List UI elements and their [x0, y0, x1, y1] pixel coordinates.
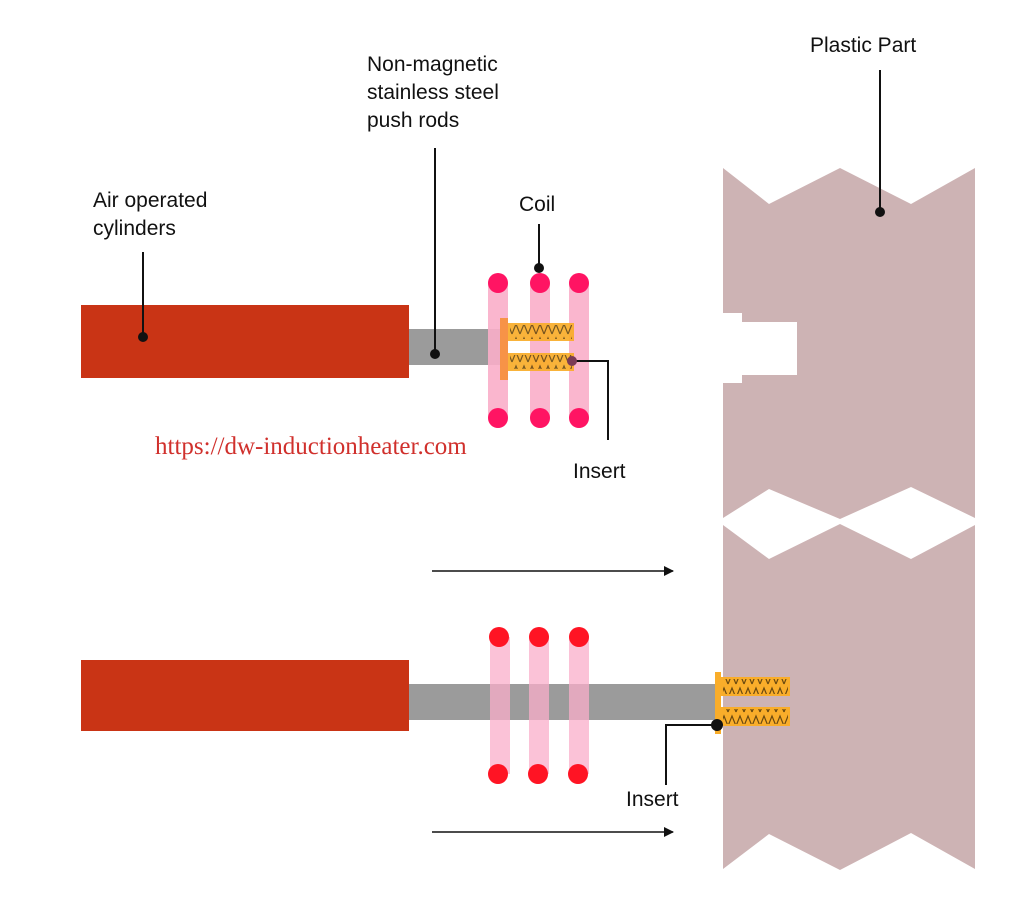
coil-conductor	[488, 273, 508, 293]
coil-conductor	[569, 408, 589, 428]
spring-thread	[723, 679, 788, 694]
coil-turn	[529, 637, 549, 774]
leader-dot	[711, 719, 723, 731]
leader-dot	[875, 207, 885, 217]
stage-before-insertion	[81, 273, 589, 428]
coil-conductor	[569, 273, 589, 293]
leader-dot	[430, 349, 440, 359]
label-coil: Coil	[519, 193, 555, 216]
plastic-part	[723, 168, 975, 870]
insert-top	[500, 318, 574, 380]
coil-turn	[569, 283, 589, 418]
plastic-part-upper	[723, 168, 975, 519]
leader-dot	[138, 332, 148, 342]
coil-dots-bottom	[488, 627, 589, 784]
leader-insert-top	[572, 360, 609, 440]
stage-after-insertion	[81, 566, 790, 837]
leader-dot	[567, 356, 577, 366]
label-insert-bottom: Insert	[626, 788, 679, 811]
coil-bottom	[490, 637, 589, 774]
coil-conductor	[488, 764, 508, 784]
coil-conductor	[488, 408, 508, 428]
coil-top	[488, 283, 589, 418]
coil-conductor	[568, 764, 588, 784]
coil-turn	[490, 637, 510, 774]
insert-bottom	[715, 672, 790, 734]
coil-conductor	[528, 764, 548, 784]
leader-dot	[534, 263, 544, 273]
coil-dots-top	[488, 273, 589, 428]
coil-conductor	[530, 408, 550, 428]
coil-turn	[569, 637, 589, 774]
spring-thread	[510, 325, 572, 339]
air-cylinder-bottom	[81, 660, 409, 731]
label-plastic-part: Plastic Part	[810, 34, 916, 57]
leader-dots	[138, 207, 885, 731]
coil-turn	[488, 283, 508, 418]
push-rod-top	[409, 329, 501, 365]
coil-turn	[530, 283, 550, 418]
coil-conductor	[489, 627, 509, 647]
leader-insert-bottom	[665, 724, 717, 785]
label-insert-top: Insert	[573, 460, 626, 483]
leader-lines	[142, 70, 881, 785]
plastic-part-lower	[723, 524, 975, 870]
spring-thread	[723, 709, 788, 724]
spring-thread	[510, 355, 572, 369]
label-cylinders: Air operated cylinders	[93, 189, 213, 240]
watermark-url[interactable]: https://dw-inductionheater.com	[155, 433, 467, 460]
coil-conductor	[529, 627, 549, 647]
coil-conductor	[569, 627, 589, 647]
air-cylinder-top	[81, 305, 409, 378]
push-rod-bottom	[409, 684, 717, 720]
coil-conductor	[530, 273, 550, 293]
label-push-rods: Non-magnetic stainless steel push rods	[367, 53, 505, 132]
